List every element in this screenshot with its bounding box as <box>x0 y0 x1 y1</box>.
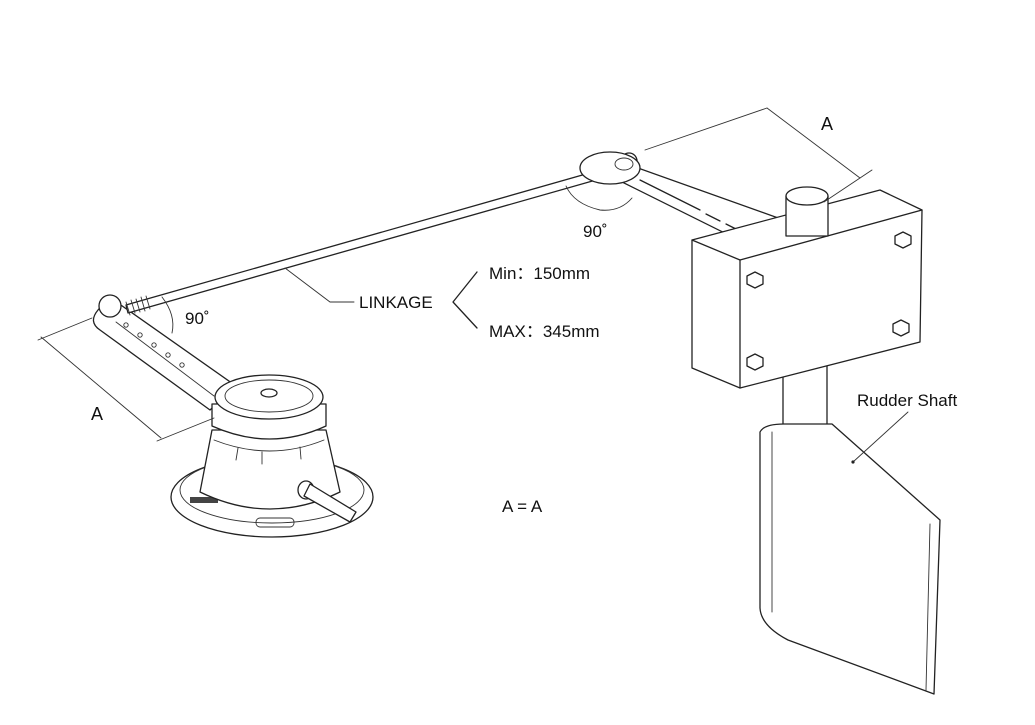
base-logo-mark <box>190 497 218 503</box>
max-length-label: MAX：345mm <box>489 322 600 341</box>
bolt-icon <box>892 319 910 337</box>
dim-a-left-label: A <box>91 404 103 424</box>
bolt-icon <box>746 271 764 289</box>
base-slot <box>255 517 295 528</box>
drive-unit <box>170 429 374 538</box>
linkage-rod-body <box>125 169 604 314</box>
dimension-a-right <box>644 107 873 203</box>
rudder-clamp-block <box>691 189 923 389</box>
tiller-arm-body <box>92 301 237 411</box>
drive-shaft-hub <box>260 388 278 398</box>
angle-left-label: 90˚ <box>185 309 210 328</box>
left-ball-joint <box>98 294 122 318</box>
rudder-blade <box>759 423 941 695</box>
drive-cap <box>211 374 327 440</box>
rudder-arm-end <box>579 151 641 185</box>
linkage-label: LINKAGE <box>359 293 433 312</box>
rudder-shaft-label: Rudder Shaft <box>857 391 957 410</box>
rudder-assembly <box>579 151 941 695</box>
clamp-bolts <box>746 231 912 371</box>
equation-label: A = A <box>502 497 543 516</box>
linkage-leader <box>284 267 355 303</box>
angle-right-label: 90˚ <box>583 222 608 241</box>
min-length-label: Min：150mm <box>489 264 590 283</box>
dim-a-right-label: A <box>821 114 833 134</box>
bolt-icon <box>894 231 912 249</box>
rudder-shaft-leader <box>852 411 909 463</box>
tiller-arm <box>92 301 237 411</box>
linkage-brace <box>452 271 478 329</box>
drive-body-seam <box>213 439 325 452</box>
left-thread <box>125 295 151 316</box>
dimension-a-left <box>37 317 215 442</box>
clutch-lever <box>303 483 357 523</box>
angle-arc-left <box>161 296 174 334</box>
angle-arc-right <box>565 185 633 211</box>
bolt-icon <box>746 353 764 371</box>
